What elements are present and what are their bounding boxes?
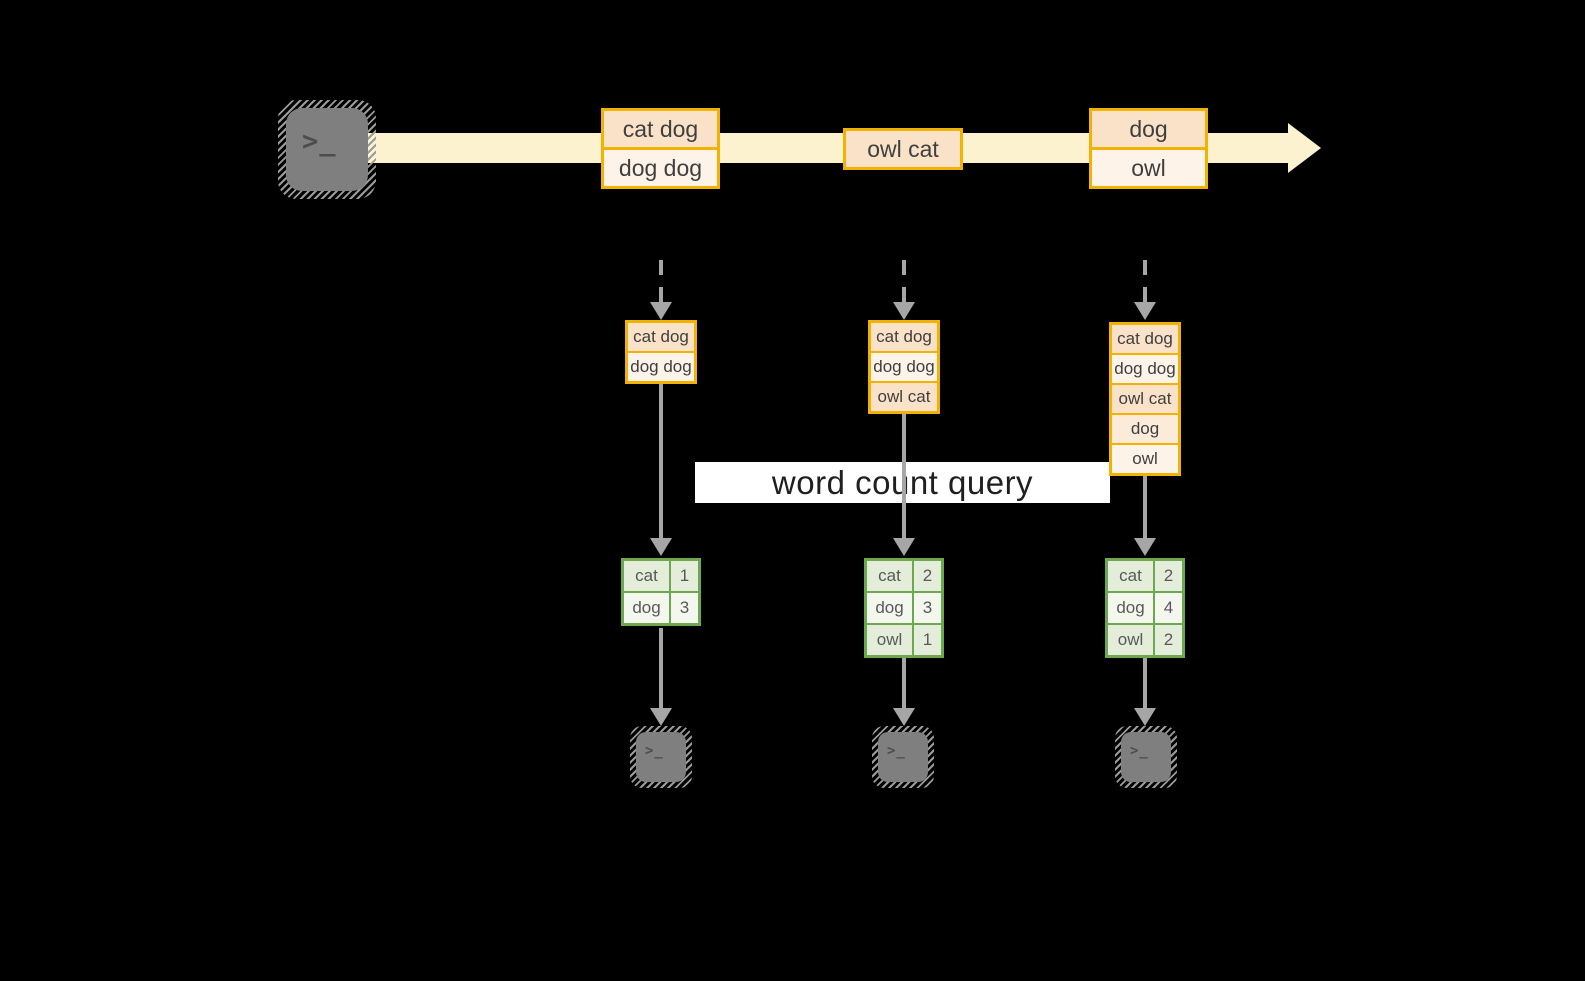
count-table: cat 1 dog 3	[621, 558, 701, 626]
stream-record: owl	[1092, 150, 1205, 186]
arrow-shaft	[1143, 658, 1147, 708]
word-cell: owl	[1108, 625, 1153, 655]
down-arrow	[893, 658, 915, 726]
count-cell: 3	[914, 593, 941, 623]
terminal-prompt-icon: >_	[645, 743, 664, 759]
arrowhead-icon	[650, 538, 672, 556]
sink-terminal-icon: >_	[630, 726, 692, 788]
stream-message: dog owl	[1089, 108, 1208, 189]
arrow-shaft	[659, 260, 663, 302]
terminal-screen: >_	[878, 732, 928, 782]
terminal-screen: >_	[286, 108, 368, 191]
buffer-stack: cat dog dog dog owl cat	[868, 320, 940, 414]
buffer-stack: cat dog dog dog owl cat dog owl	[1109, 322, 1181, 476]
count-table: cat 2 dog 4 owl 2	[1105, 558, 1185, 658]
arrowhead-icon	[893, 538, 915, 556]
terminal-screen: >_	[636, 732, 686, 782]
source-terminal-icon: >_	[278, 100, 376, 199]
stream-arrowhead-icon	[1288, 123, 1321, 173]
arrowhead-icon	[650, 302, 672, 320]
word-cell: cat	[1108, 561, 1153, 591]
count-cell: 2	[1155, 625, 1182, 655]
sink-terminal-icon: >_	[1115, 726, 1177, 788]
arrowhead-icon	[650, 708, 672, 726]
down-arrow	[1134, 476, 1156, 556]
count-cell: 2	[1155, 561, 1182, 591]
buffer-cell: cat dog	[628, 323, 694, 351]
buffer-cell: dog dog	[628, 353, 694, 381]
count-cell: 1	[671, 561, 698, 591]
down-arrow	[650, 628, 672, 726]
down-arrow	[1134, 658, 1156, 726]
buffer-cell: owl cat	[871, 383, 937, 411]
terminal-screen: >_	[1121, 732, 1171, 782]
word-cell: cat	[624, 561, 669, 591]
terminal-prompt-icon: >_	[1130, 743, 1149, 759]
count-cell: 3	[671, 593, 698, 623]
arrowhead-icon	[1134, 302, 1156, 320]
word-cell: cat	[867, 561, 912, 591]
arrow-shaft	[659, 384, 663, 538]
stream-message: cat dog dog dog	[601, 108, 720, 189]
word-cell: dog	[1108, 593, 1153, 623]
terminal-prompt-icon: >_	[302, 126, 337, 157]
arrow-shaft	[902, 260, 906, 302]
down-arrow	[893, 414, 915, 556]
arrowhead-icon	[1134, 538, 1156, 556]
count-table: cat 2 dog 3 owl 1	[864, 558, 944, 658]
word-cell: dog	[624, 593, 669, 623]
buffer-cell: owl cat	[1112, 385, 1178, 413]
stream-record: cat dog	[604, 111, 717, 147]
count-cell: 1	[914, 625, 941, 655]
terminal-prompt-icon: >_	[887, 743, 906, 759]
stream-record: owl cat	[846, 131, 960, 167]
arrowhead-icon	[1134, 708, 1156, 726]
arrow-shaft	[902, 658, 906, 708]
dashed-down-arrow	[1134, 260, 1156, 320]
sink-terminal-icon: >_	[872, 726, 934, 788]
dashed-down-arrow	[893, 260, 915, 320]
word-cell: dog	[867, 593, 912, 623]
buffer-cell: cat dog	[871, 323, 937, 351]
buffer-cell: dog	[1112, 415, 1178, 443]
stream-record: dog	[1092, 111, 1205, 147]
buffer-cell: owl	[1112, 445, 1178, 473]
arrowhead-icon	[893, 302, 915, 320]
arrow-shaft	[1143, 260, 1147, 302]
word-cell: owl	[867, 625, 912, 655]
arrow-shaft	[902, 414, 906, 538]
arrow-shaft	[1143, 476, 1147, 538]
stream-record: dog dog	[604, 150, 717, 186]
count-cell: 2	[914, 561, 941, 591]
arrow-shaft	[659, 628, 663, 708]
down-arrow	[650, 384, 672, 556]
arrowhead-icon	[893, 708, 915, 726]
buffer-cell: dog dog	[871, 353, 937, 381]
count-cell: 4	[1155, 593, 1182, 623]
buffer-stack: cat dog dog dog	[625, 320, 697, 384]
stream-message: owl cat	[843, 128, 963, 170]
dashed-down-arrow	[650, 260, 672, 320]
buffer-cell: cat dog	[1112, 325, 1178, 353]
buffer-cell: dog dog	[1112, 355, 1178, 383]
